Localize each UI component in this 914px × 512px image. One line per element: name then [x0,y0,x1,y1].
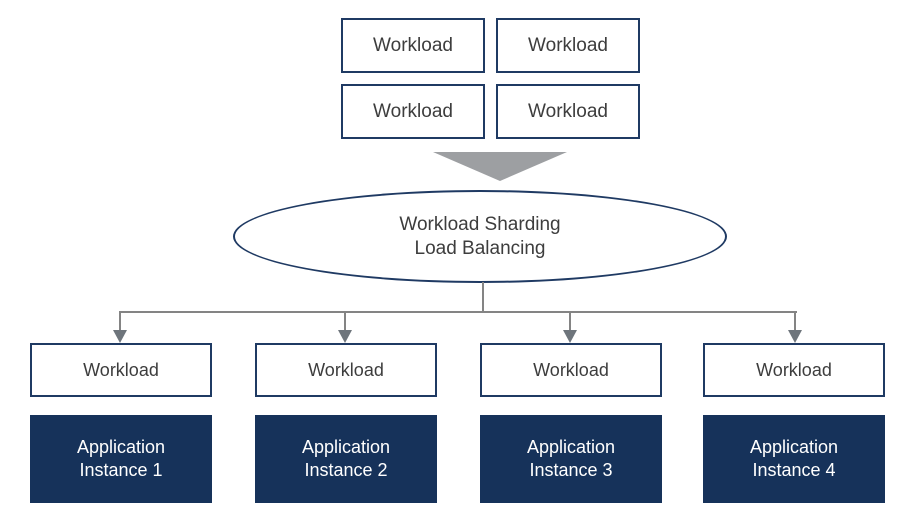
app-instance-box-4: Application Instance 4 [703,415,885,503]
sharded-workload-label: Workload [308,359,384,380]
connector-drop-line-2 [344,311,346,331]
connector-bus-line [119,311,797,313]
incoming-workload-label: Workload [373,34,453,56]
connector-stub-line [482,282,484,313]
sharded-workload-box-3: Workload [480,343,662,397]
balancer-line2: Load Balancing [414,237,546,259]
load-balancer-ellipse: Workload Sharding Load Balancing [233,190,727,283]
app-instance-line1: Application [749,437,839,457]
app-instance-box-2: Application Instance 2 [255,415,437,503]
down-arrow-icon-2 [338,330,352,343]
app-instance-box-1: Application Instance 1 [30,415,212,503]
balancer-line1: Workload Sharding [399,213,561,235]
incoming-workload-box-1: Workload [341,18,485,73]
app-instance-line1: Application [301,437,391,457]
incoming-workload-box-3: Workload [341,84,485,139]
down-triangle-icon [433,152,567,181]
app-instance-box-3: Application Instance 3 [480,415,662,503]
connector-drop-line-1 [119,311,121,331]
app-instance-line1: Application [526,437,616,457]
sharded-workload-label: Workload [533,359,609,380]
connector-drop-line-4 [794,311,796,331]
app-instance-line2: Instance 2 [304,460,388,480]
sharded-workload-label: Workload [756,359,832,380]
incoming-workload-box-4: Workload [496,84,640,139]
down-arrow-icon-1 [113,330,127,343]
connector-drop-line-3 [569,311,571,331]
app-instance-line2: Instance 4 [752,460,836,480]
incoming-workload-box-2: Workload [496,18,640,73]
incoming-workload-label: Workload [373,100,453,122]
app-instance-line2: Instance 1 [79,460,163,480]
sharded-workload-box-2: Workload [255,343,437,397]
incoming-workload-label: Workload [528,34,608,56]
app-instance-line2: Instance 3 [529,460,613,480]
sharded-workload-box-4: Workload [703,343,885,397]
down-arrow-icon-4 [788,330,802,343]
incoming-workload-label: Workload [528,100,608,122]
app-instance-line1: Application [76,437,166,457]
down-arrow-icon-3 [563,330,577,343]
sharded-workload-label: Workload [83,359,159,380]
sharded-workload-box-1: Workload [30,343,212,397]
